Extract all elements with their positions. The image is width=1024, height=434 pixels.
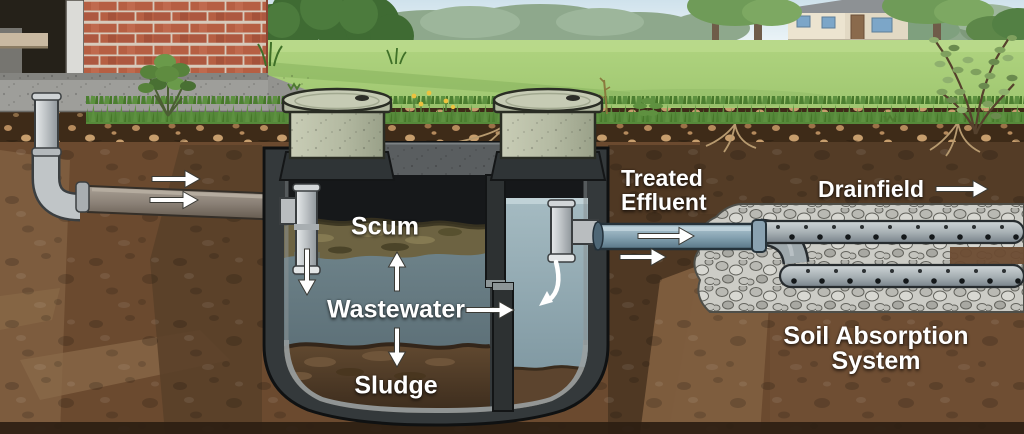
scum-layer [284, 217, 491, 260]
bush-leaves [929, 35, 1018, 120]
distant-trees [687, 0, 1024, 44]
flowers [411, 90, 456, 116]
drainfield-pipe-upper [748, 219, 1024, 245]
baffle-wall [485, 174, 514, 412]
arrow-house-to-tank-lower [149, 190, 200, 210]
arrow-sludge-settle [387, 327, 407, 369]
arrow-effluent-lower [619, 247, 668, 267]
riser-lid [492, 87, 604, 113]
arrow-scum-rise [387, 250, 407, 292]
arrow-drainfield [935, 179, 990, 199]
drainfield [693, 203, 1024, 313]
bush-right [929, 35, 1018, 135]
door-frame [65, 0, 85, 81]
lid-handle-hole [566, 95, 580, 101]
arrow-wastewater-to-chamber2 [465, 300, 516, 320]
bush-left [138, 54, 196, 117]
septic-tank [262, 87, 610, 427]
arrow-house-to-tank-upper [151, 169, 202, 189]
riser-lid [281, 87, 393, 113]
lid-handle-hole [355, 95, 369, 101]
sludge-layer [284, 342, 491, 413]
small-plant [633, 98, 663, 116]
arrow-effluent-upper [637, 226, 696, 246]
riser-right [492, 87, 604, 160]
drainfield-pipe-lower [778, 263, 1024, 289]
riser-left [281, 87, 393, 160]
tank-interior [284, 175, 588, 413]
effluent-pipe [592, 219, 767, 253]
arrow-chamber2-drop [539, 259, 561, 306]
arrow-inlet-drop [297, 248, 317, 297]
lawn-decor [257, 41, 897, 123]
flow-arrows [149, 169, 990, 369]
